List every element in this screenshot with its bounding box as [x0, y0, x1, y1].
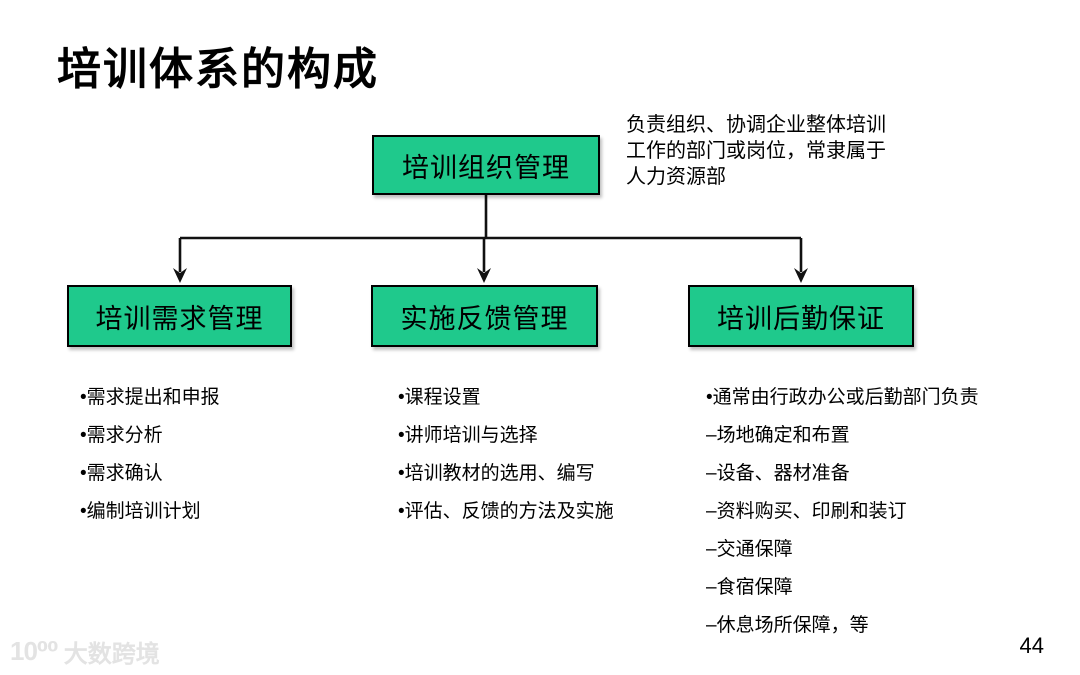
list-item: •需求分析: [80, 425, 163, 446]
page-number: 44: [1019, 633, 1044, 658]
list-item: •课程设置: [398, 387, 481, 408]
list-item: •编制培训计划: [80, 501, 201, 522]
list-item: –场地确定和布置: [706, 425, 850, 446]
list-logistics-support: •通常由行政办公或后勤部门负责 –场地确定和布置 –设备、器材准备 –资料购买、…: [706, 379, 979, 645]
branch-box-training-logistics-support: 培训后勤保证: [688, 285, 914, 347]
root-note: 负责组织、协调企业整体培训 工作的部门或岗位，常隶属于 人力资源部: [626, 114, 886, 188]
branch-box-label: 培训后勤保证: [717, 303, 885, 334]
watermark-logo-icon: 10⁰⁰: [10, 636, 59, 666]
list-item: •需求提出和申报: [80, 387, 220, 408]
list-item: •评估、反馈的方法及实施: [398, 501, 614, 522]
branch-box-training-needs-management: 培训需求管理: [67, 285, 292, 347]
list-item: –食宿保障: [706, 577, 793, 598]
root-box-label: 培训组织管理: [402, 152, 570, 183]
branch-box-label: 实施反馈管理: [400, 303, 569, 334]
list-item: –资料购买、印刷和装订: [706, 501, 907, 522]
root-box-training-org-management: 培训组织管理: [372, 135, 600, 195]
arrowhead-left: [173, 268, 187, 283]
list-item: –设备、器材准备: [706, 463, 850, 484]
branch-box-label: 培训需求管理: [95, 303, 264, 334]
watermark: 10⁰⁰ 大数跨境: [10, 634, 160, 669]
list-item: •培训教材的选用、编写: [398, 463, 595, 484]
arrowhead-right: [794, 268, 808, 283]
list-item: •需求确认: [80, 463, 163, 484]
list-item: •讲师培训与选择: [398, 425, 538, 446]
list-implementation-feedback: •课程设置 •讲师培训与选择 •培训教材的选用、编写 •评估、反馈的方法及实施: [398, 379, 614, 531]
list-item: –休息场所保障，等: [706, 615, 869, 636]
arrowhead-center: [477, 268, 491, 283]
watermark-text: 大数跨境: [63, 641, 160, 668]
list-training-needs: •需求提出和申报 •需求分析 •需求确认 •编制培训计划: [80, 379, 220, 531]
branch-box-implementation-feedback-management: 实施反馈管理: [371, 285, 598, 347]
list-item: •通常由行政办公或后勤部门负责: [706, 387, 979, 408]
list-item: –交通保障: [706, 539, 793, 560]
page-title: 培训体系的构成: [57, 45, 379, 94]
